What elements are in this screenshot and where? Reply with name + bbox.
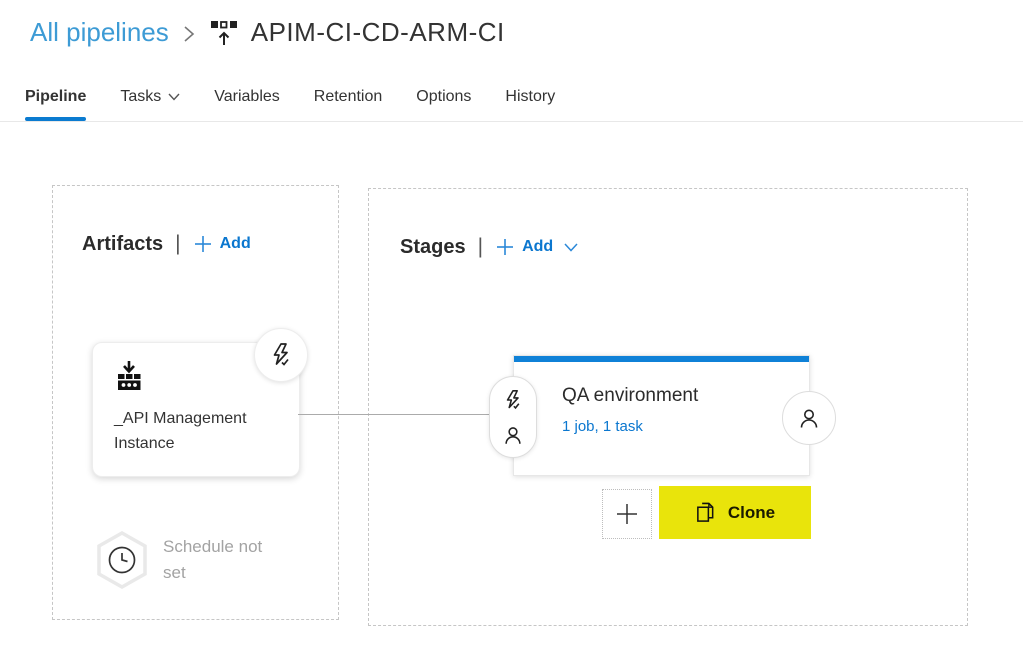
lightning-bolt-icon: [503, 388, 523, 412]
schedule-trigger[interactable]: Schedule not set: [95, 530, 263, 590]
cd-trigger-badge[interactable]: [254, 328, 308, 382]
stage-card[interactable]: QA environment 1 job, 1 task: [513, 355, 810, 476]
schedule-status-text: Schedule not set: [163, 537, 263, 582]
tab-variables[interactable]: Variables: [214, 88, 280, 105]
header-separator: |: [477, 235, 484, 258]
artifacts-title: Artifacts: [82, 232, 164, 255]
breadcrumb-all-pipelines-link[interactable]: All pipelines: [30, 16, 169, 47]
clock-hexagon-icon: [95, 530, 149, 590]
pipeline-title: APIM-CI-CD-ARM-CI: [250, 16, 505, 47]
chevron-right-icon: [181, 23, 197, 45]
tab-pipeline[interactable]: Pipeline: [25, 88, 87, 121]
artifact-card[interactable]: _API Management Instance: [92, 342, 300, 477]
post-deployment-conditions-button[interactable]: [782, 391, 836, 445]
release-pipeline-icon: [209, 18, 239, 48]
chevron-down-icon: [168, 93, 180, 101]
add-stage-dropdown-button[interactable]: Add: [495, 237, 578, 257]
build-artifact-icon: [112, 359, 146, 393]
add-stage-button[interactable]: [602, 489, 652, 539]
artifacts-panel-header: Artifacts | Add: [82, 232, 251, 256]
plus-icon: [495, 237, 515, 257]
tab-retention[interactable]: Retention: [313, 88, 383, 105]
add-artifact-button[interactable]: Add: [193, 234, 251, 254]
lightning-bolt-icon: [269, 342, 293, 368]
clone-stage-button[interactable]: Clone: [659, 486, 811, 539]
copy-icon: [695, 501, 716, 524]
pre-deployment-conditions-button[interactable]: [489, 376, 537, 458]
stages-title: Stages: [400, 235, 466, 258]
tab-tasks[interactable]: Tasks: [120, 88, 180, 120]
stage-jobs-tasks-link[interactable]: 1 job, 1 task: [562, 418, 643, 435]
tab-options[interactable]: Options: [416, 88, 472, 105]
person-icon: [502, 424, 524, 446]
stage-name: QA environment: [562, 385, 699, 406]
tab-divider: [0, 121, 1023, 122]
plus-icon: [614, 501, 640, 527]
chevron-down-icon: [564, 242, 578, 252]
person-icon: [797, 406, 821, 430]
clone-label: Clone: [727, 502, 776, 522]
header-separator: |: [175, 232, 181, 255]
stage-status-bar: [514, 356, 809, 362]
artifact-name: _API Management Instance: [114, 410, 247, 452]
tab-history[interactable]: History: [505, 88, 556, 105]
plus-icon: [193, 234, 213, 254]
pipeline-connector-line: [298, 414, 489, 415]
tab-bar: Pipeline Tasks Variables Retention Optio…: [25, 88, 556, 121]
breadcrumb: All pipelines APIM-CI-CD-ARM-CI: [30, 16, 505, 48]
stages-panel-header: Stages | Add: [400, 235, 578, 259]
